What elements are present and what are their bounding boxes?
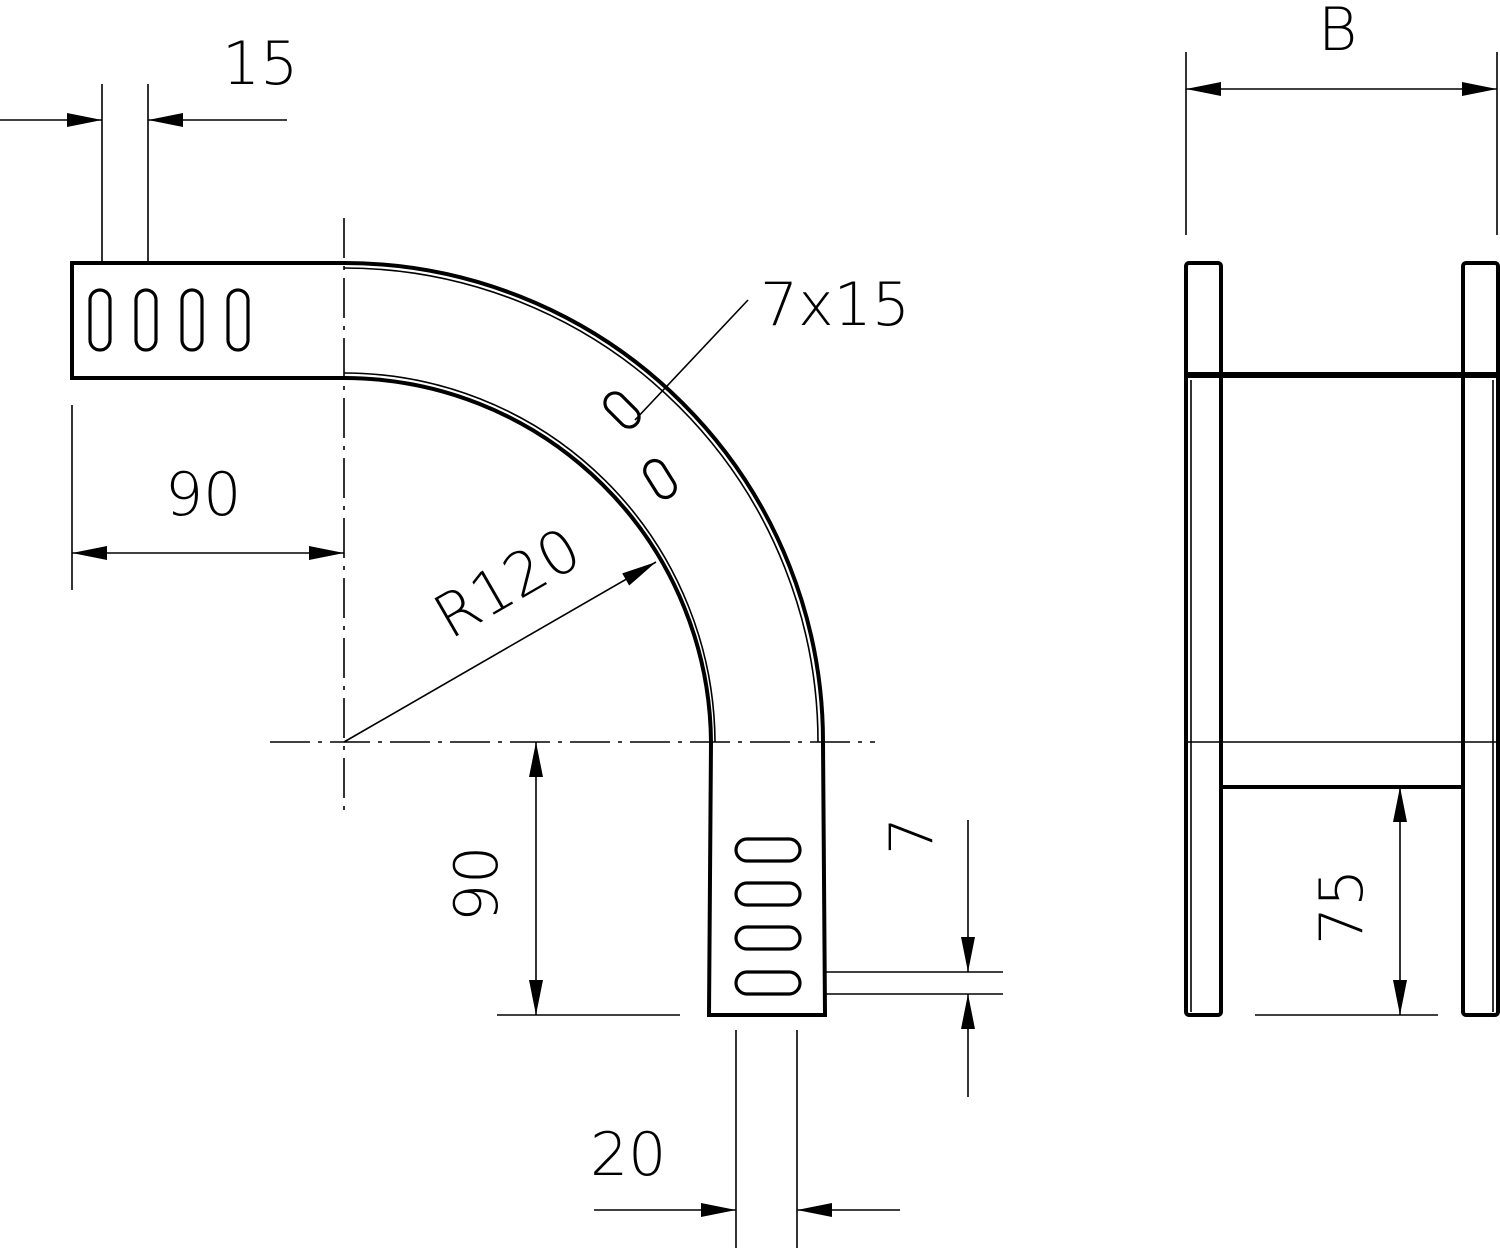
dim-slot-width: 7 (826, 817, 1003, 1097)
label-slot-pitch: 15 (222, 29, 298, 99)
dim-width: B (1185, 0, 1498, 235)
dim-radius: R120 (343, 514, 657, 743)
dim-side-height: 75 (1255, 787, 1438, 1016)
label-slot-size: 7x15 (760, 270, 910, 340)
dim-slot-size: 7x15 (634, 270, 910, 421)
label-straight-top: 90 (165, 460, 241, 530)
label-radius: R120 (423, 514, 593, 653)
center-lines (270, 218, 875, 810)
slots-top (88, 288, 250, 352)
label-straight-bottom: 90 (442, 846, 512, 922)
label-slot-offset: 20 (590, 1120, 666, 1190)
dim-slot-offset: 20 (590, 1030, 900, 1248)
label-width: B (1318, 0, 1357, 65)
dim-slot-pitch: 15 (0, 29, 298, 263)
slots-bend (603, 391, 677, 500)
dim-straight-bottom: 90 (442, 742, 680, 1016)
side-view (1184, 261, 1500, 1017)
slots-bottom (734, 837, 802, 996)
label-slot-width: 7 (877, 817, 947, 855)
label-side-height: 75 (1307, 869, 1377, 945)
dim-straight-top: 90 (71, 405, 344, 590)
